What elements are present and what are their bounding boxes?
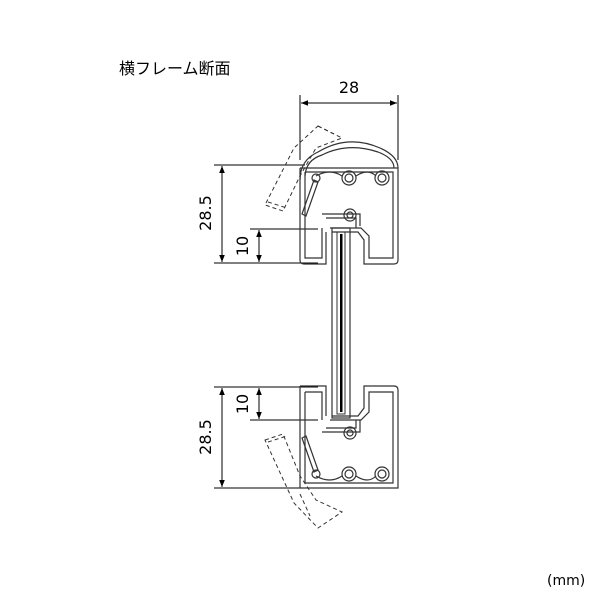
dimension-bottom-height <box>214 386 305 489</box>
dimension-width-top-label: 28 <box>339 78 359 97</box>
unit-label: (mm) <box>547 573 586 589</box>
diagram-title: 横フレーム断面 <box>119 59 231 78</box>
bottom-open-position-outline <box>264 433 344 529</box>
dimension-top-height-label: 28.5 <box>196 195 215 231</box>
dimension-bottom-inner-label: 10 <box>233 394 252 414</box>
dimension-top-inner <box>250 228 318 264</box>
top-open-position-outline <box>264 125 344 212</box>
dimension-top-inner-label: 10 <box>233 236 252 256</box>
top-frame-profile <box>299 141 399 265</box>
bottom-frame-profile <box>299 385 399 489</box>
dimension-bottom-height-label: 28.5 <box>196 419 215 455</box>
glass-panel <box>331 227 351 419</box>
dimension-width-top <box>299 95 399 160</box>
